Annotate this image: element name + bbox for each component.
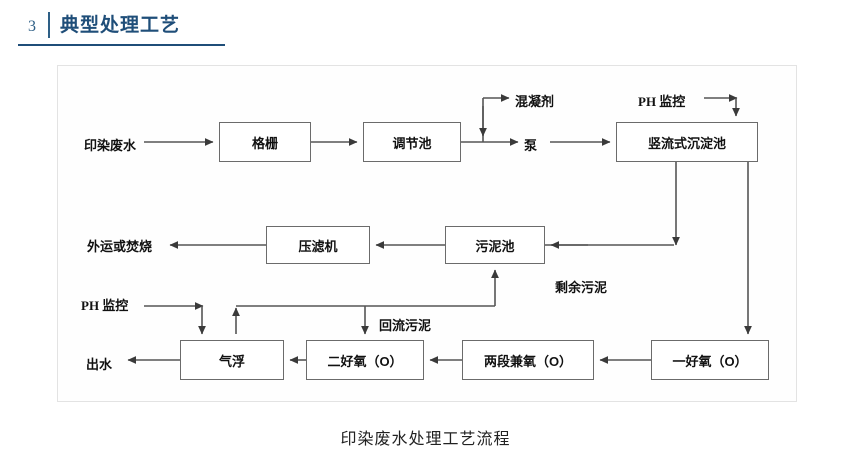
section-number: 3	[28, 18, 36, 35]
label-pump: 泵	[524, 138, 538, 153]
node-box-anoxic2[interactable]: 两段兼氧（O）	[462, 340, 594, 380]
diagram-panel: 格栅 调节池 竖流式沉淀池 压滤机 污泥池 气浮 二好氧（O） 两段兼氧（O） …	[57, 65, 797, 402]
flowchart-stage: 格栅 调节池 竖流式沉淀池 压滤机 污泥池 气浮 二好氧（O） 两段兼氧（O） …	[58, 66, 796, 401]
node-box-sludgepool[interactable]: 污泥池	[445, 226, 545, 264]
node-box-aerobic1[interactable]: 一好氧（O）	[651, 340, 769, 380]
label-influent: 印染废水	[84, 138, 137, 153]
flowchart-connectors	[127, 94, 752, 364]
page-title: 典型处理工艺	[60, 15, 181, 36]
header-underline	[18, 44, 225, 46]
label-excess-sludge: 剩余污泥	[555, 280, 608, 295]
label-haul-or-burn: 外运或焚烧	[87, 239, 153, 254]
header-separator	[48, 12, 50, 38]
label-ph-monitor-top: PH 监控	[638, 94, 686, 109]
header-row: 3 典型处理工艺	[18, 8, 228, 38]
label-effluent: 出水	[86, 357, 113, 372]
node-box-flotation[interactable]: 气浮	[180, 340, 284, 380]
node-box-filterpress[interactable]: 压滤机	[266, 226, 370, 264]
node-box-grid[interactable]: 格栅	[219, 122, 311, 162]
figure-caption: 印染废水处理工艺流程	[340, 431, 511, 448]
label-return-sludge: 回流污泥	[379, 318, 432, 333]
node-box-settler[interactable]: 竖流式沉淀池	[616, 122, 758, 162]
section-header: 3 典型处理工艺	[18, 8, 228, 46]
label-coagulant: 混凝剂	[515, 94, 555, 109]
node-box-regulate[interactable]: 调节池	[363, 122, 461, 162]
label-ph-monitor-bottom: PH 监控	[81, 298, 129, 313]
node-box-aerobic2[interactable]: 二好氧（O）	[306, 340, 424, 380]
